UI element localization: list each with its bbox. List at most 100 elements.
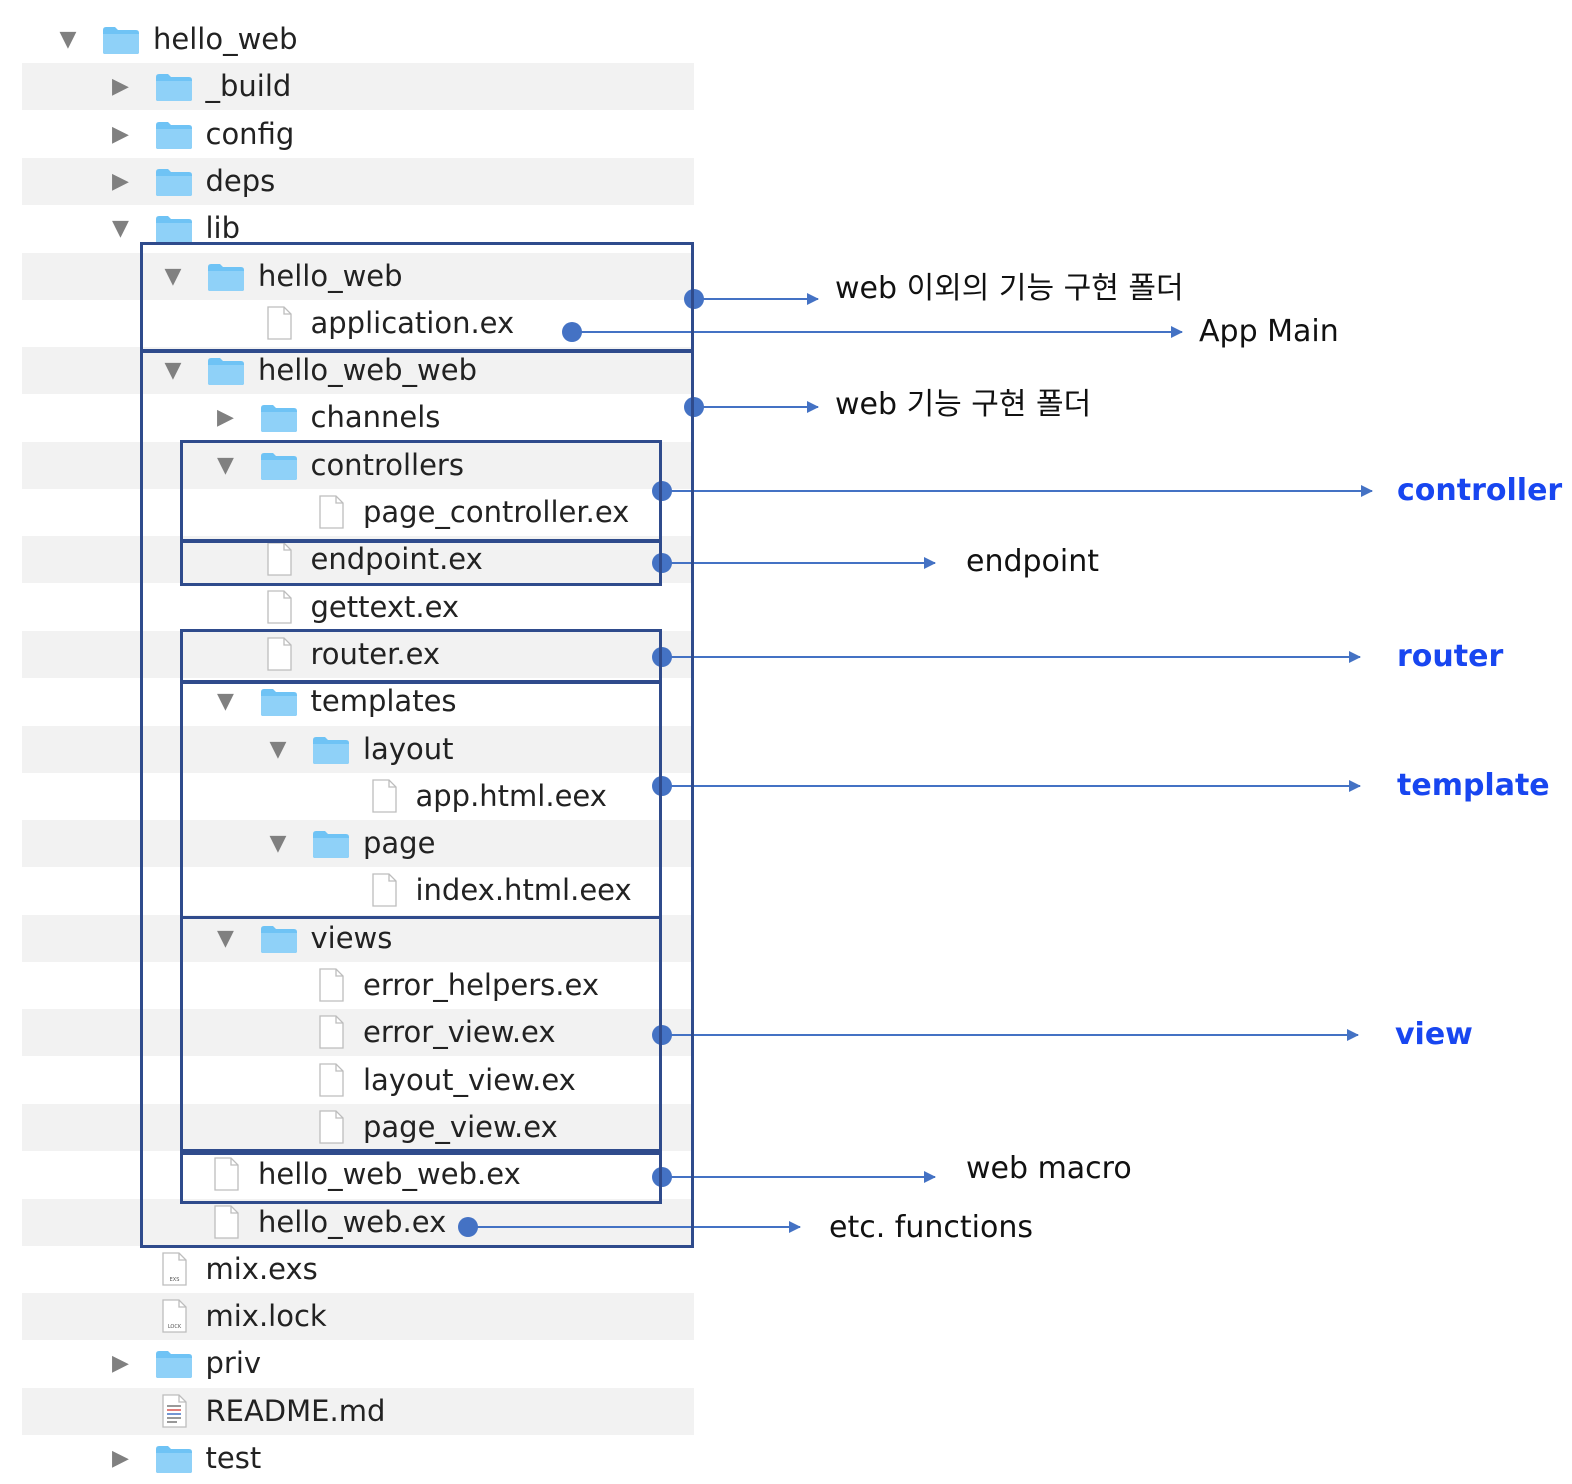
disclosure-collapsed-icon[interactable]: ▶ [217, 405, 234, 431]
tree-item-label: deps [205, 163, 276, 198]
tree-row[interactable]: ▼ templates [22, 678, 694, 725]
tree-item-label: hello_web [258, 258, 403, 293]
connector-dot [652, 553, 672, 573]
tree-row[interactable]: ▼ hello_web [22, 16, 694, 63]
tree-row[interactable]: layout_view.ex [22, 1057, 694, 1104]
tree-row[interactable]: ▶ test [22, 1435, 694, 1482]
tree-item-label: config [205, 116, 295, 151]
tree-item-label: _build [205, 69, 292, 104]
svg-text:EXS: EXS [169, 1277, 179, 1283]
box-router [180, 629, 662, 683]
box-lib-hello-web [140, 242, 694, 352]
tree-item-label: test [205, 1441, 262, 1475]
tree-item-label: views [310, 920, 393, 955]
tree-row[interactable]: router.ex [22, 630, 694, 678]
tree-row[interactable]: ▼ page [22, 820, 694, 868]
disclosure-expanded-icon[interactable]: ▼ [164, 358, 182, 384]
tree-item-label: layout [363, 731, 454, 766]
file-icon [365, 779, 403, 813]
tree-item-label: error_view.ex [363, 1015, 556, 1050]
tree-item-label: router.ex [310, 636, 441, 671]
folder-icon [312, 735, 350, 765]
disclosure-expanded-icon[interactable]: ▼ [217, 689, 234, 715]
svg-text:LOCK: LOCK [167, 1324, 181, 1330]
connector-dot [652, 1167, 672, 1187]
disclosure-expanded-icon[interactable]: ▼ [59, 27, 77, 52]
annotation-web-other: web 이외의 기능 구현 폴더 [835, 271, 1184, 306]
tree-row[interactable]: ▶ deps [22, 157, 694, 205]
annotation-etc-functions: etc. functions [829, 1210, 1033, 1245]
annotation-web-macro: web macro [966, 1151, 1132, 1186]
tree-item-label: hello_web [153, 22, 298, 56]
file-icon [260, 306, 298, 340]
tree-row[interactable]: page_controller.ex [22, 489, 694, 536]
disclosure-expanded-icon[interactable]: ▼ [269, 736, 287, 762]
file-icon [207, 1157, 245, 1191]
tree-row[interactable]: app.html.eex [22, 773, 694, 820]
tree-row[interactable]: ▼hello_web_web [22, 347, 694, 395]
tree-row[interactable]: endpoint.ex [22, 536, 694, 584]
tree-row[interactable]: error_helpers.ex [22, 962, 694, 1009]
disclosure-expanded-icon[interactable]: ▼ [269, 831, 287, 857]
tree-item-label: gettext.ex [310, 589, 460, 624]
file-icon: LOCK [155, 1299, 193, 1333]
disclosure-expanded-icon[interactable]: ▼ [164, 263, 182, 289]
disclosure-expanded-icon[interactable]: ▼ [112, 216, 129, 242]
tree-item-label: error_helpers.ex [363, 968, 599, 1002]
tree-row[interactable]: ▼lib [22, 205, 694, 252]
tree-item-label: app.html.eex [415, 778, 607, 813]
disclosure-collapsed-icon[interactable]: ▶ [112, 121, 129, 147]
tree-row[interactable]: hello_web_web.ex [22, 1151, 694, 1198]
tree-item-label: index.html.eex [415, 873, 632, 908]
file-icon: EXS [155, 1252, 193, 1286]
folder-icon [155, 214, 193, 244]
box-templates [180, 681, 662, 919]
disclosure-collapsed-icon[interactable]: ▶ [112, 1351, 129, 1377]
annotation-web-folder: web 기능 구현 폴더 [835, 387, 1092, 422]
folder-icon [260, 403, 298, 433]
tree-item-label: README.md [205, 1393, 386, 1428]
file-icon [365, 873, 403, 908]
tree-item-label: controllers [310, 447, 464, 482]
file-tree: ▼hello_web▶_build▶config▶deps▼lib▼hello_… [0, 0, 720, 1484]
file-icon [312, 495, 350, 529]
tree-row[interactable]: gettext.ex [22, 584, 694, 631]
annotation-app-main: App Main [1199, 314, 1339, 349]
tree-item-label: application.ex [310, 305, 515, 340]
tree-row[interactable]: ▶channels [22, 394, 694, 441]
disclosure-expanded-icon[interactable]: ▼ [217, 925, 234, 951]
disclosure-expanded-icon[interactable]: ▼ [217, 452, 234, 478]
connector-dot [652, 647, 672, 667]
tree-row[interactable]: ▼ hello_web [22, 252, 694, 300]
tree-row[interactable]: README.md [22, 1387, 694, 1435]
tree-row[interactable]: ▶ _build [22, 63, 694, 111]
box-endpoint [180, 540, 662, 586]
tree-row[interactable]: application.ex [22, 300, 694, 347]
folder-icon [312, 829, 350, 859]
box-hello-web-web-ex [180, 1152, 662, 1204]
annotation-template: template [1397, 768, 1550, 803]
folder-icon [207, 262, 245, 292]
tree-row[interactable]: hello_web.ex [22, 1198, 694, 1246]
tree-row[interactable]: ▶priv [22, 1340, 694, 1387]
tree-row[interactable]: ▼ views [22, 914, 694, 962]
box-controllers [180, 440, 662, 542]
file-icon [312, 968, 350, 1002]
tree-row[interactable]: index.html.eex [22, 867, 694, 914]
disclosure-collapsed-icon[interactable]: ▶ [112, 74, 129, 100]
tree-row[interactable]: ▶ config [22, 111, 694, 158]
tree-item-label: page_view.ex [363, 1109, 558, 1144]
disclosure-collapsed-icon[interactable]: ▶ [112, 1446, 129, 1471]
tree-item-label: layout_view.ex [363, 1062, 576, 1097]
tree-item-label: hello_web_web.ex [258, 1157, 521, 1192]
tree-row[interactable]: page_view.ex [22, 1103, 694, 1151]
tree-item-label: templates [310, 684, 457, 719]
tree-row[interactable]: error_view.ex [22, 1009, 694, 1057]
disclosure-collapsed-icon[interactable]: ▶ [112, 168, 129, 194]
tree-item-label: page [363, 826, 436, 861]
tree-row[interactable]: ▼ layout [22, 725, 694, 773]
tree-row[interactable]: ▼ controllers [22, 441, 694, 489]
